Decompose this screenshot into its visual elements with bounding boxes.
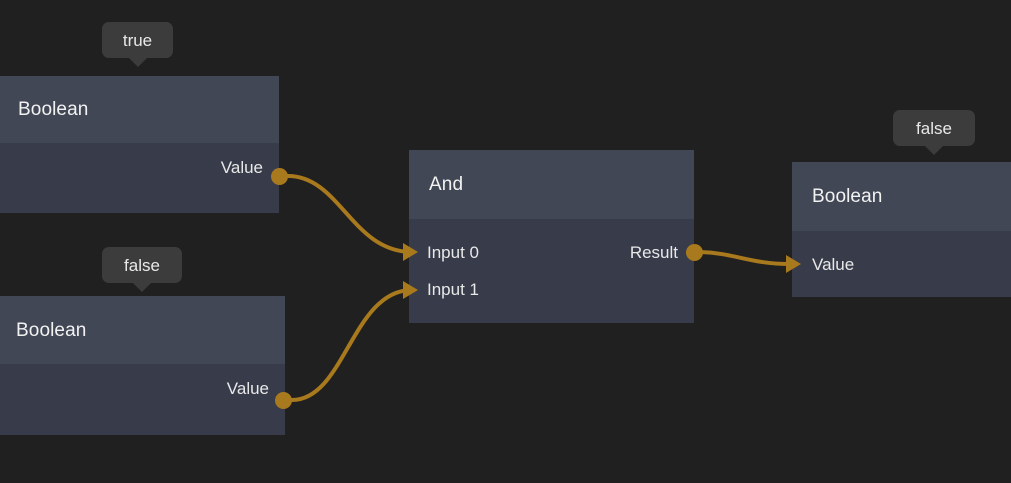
tooltip-boolean-false: false — [102, 247, 182, 292]
port-row-input-value[interactable]: Value — [812, 252, 854, 276]
port-label: Input 1 — [427, 279, 479, 299]
tooltip-text: true — [122, 30, 153, 50]
output-port-boolean-true-value[interactable] — [271, 168, 288, 185]
input-port-and-input0[interactable] — [403, 243, 418, 261]
port-row-input-0[interactable]: Input 0 — [427, 240, 479, 264]
node-header[interactable]: Boolean — [0, 296, 285, 364]
node-body: Value — [0, 143, 279, 213]
node-title: And — [429, 174, 464, 195]
node-body: Value — [0, 364, 285, 435]
port-label: Value — [220, 157, 263, 177]
tooltip-pointer-icon — [128, 57, 148, 67]
tooltip-boolean-out: false — [893, 110, 975, 155]
connection-boolean-false-to-and-input1[interactable] — [290, 288, 414, 402]
node-title: Boolean — [18, 99, 89, 120]
port-row-output-value[interactable]: Value — [221, 155, 263, 179]
node-header[interactable]: And — [409, 150, 694, 219]
input-port-and-input1[interactable] — [403, 281, 418, 299]
port-row-input-1[interactable]: Input 1 — [427, 277, 479, 301]
port-row-output-result[interactable]: Result — [630, 240, 678, 264]
node-header[interactable]: Boolean — [792, 162, 1011, 231]
tooltip-pointer-icon — [132, 282, 152, 292]
connection-boolean-true-to-and-input0[interactable] — [286, 174, 414, 254]
port-label: Value — [812, 254, 855, 274]
port-row-output-value[interactable]: Value — [227, 376, 269, 400]
node-boolean-out[interactable]: Boolean Value — [792, 162, 1011, 297]
port-label: Input 0 — [427, 242, 479, 262]
node-title: Boolean — [812, 186, 883, 207]
output-port-and-result[interactable] — [686, 244, 703, 261]
input-port-boolean-out-value[interactable] — [786, 255, 801, 273]
tooltip-boolean-true: true — [102, 22, 173, 67]
tooltip-pointer-icon — [924, 145, 944, 155]
port-label: Value — [226, 378, 269, 398]
node-body: Input 0 Input 1 Result — [409, 219, 694, 323]
node-body: Value — [792, 231, 1011, 297]
connection-and-result-to-boolean-out-value[interactable] — [698, 250, 792, 266]
port-label: Result — [629, 242, 678, 262]
node-title: Boolean — [16, 319, 87, 341]
node-header[interactable]: Boolean — [0, 76, 279, 143]
tooltip-text: false — [916, 118, 952, 138]
tooltip-text: false — [124, 255, 160, 275]
node-boolean-true[interactable]: Boolean Value — [0, 76, 279, 213]
output-port-boolean-false-value[interactable] — [275, 392, 292, 409]
node-boolean-false[interactable]: Boolean Value — [0, 296, 285, 435]
node-and[interactable]: And Input 0 Input 1 Result — [409, 150, 694, 323]
